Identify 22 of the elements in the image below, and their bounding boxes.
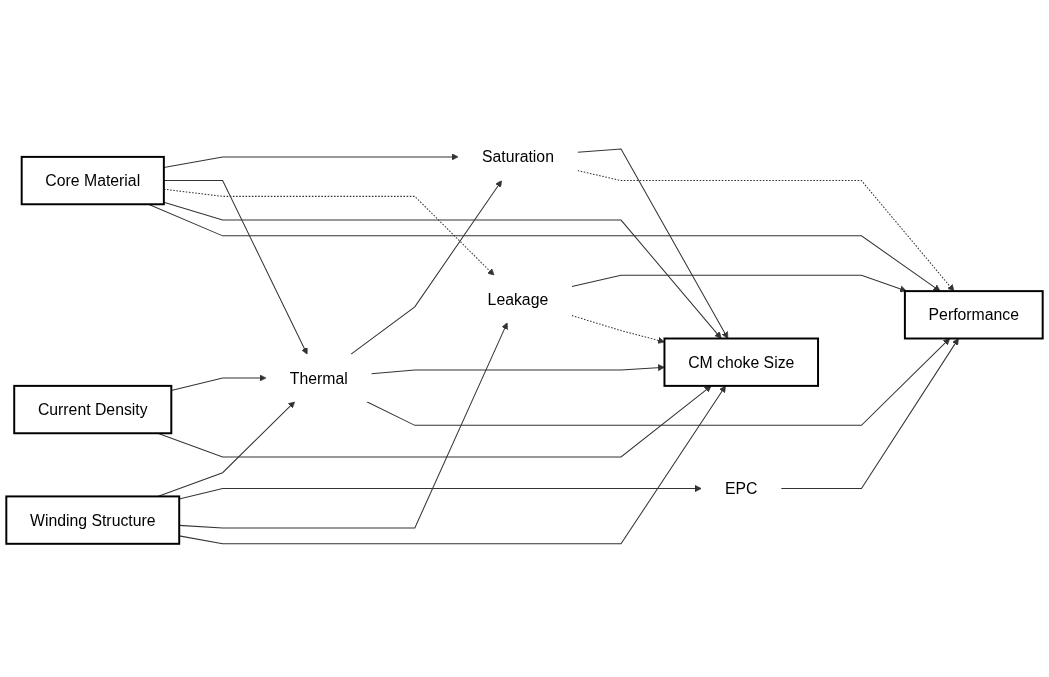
node-box: Core Material xyxy=(20,155,165,206)
arrow xyxy=(350,180,502,355)
arrow xyxy=(577,148,729,339)
arrow xyxy=(366,338,951,426)
arrow xyxy=(571,274,907,293)
arrow xyxy=(163,201,722,339)
arrow xyxy=(571,315,665,344)
arrow xyxy=(163,180,308,355)
node-box: Performance xyxy=(903,290,1044,340)
arrow xyxy=(577,170,955,292)
node-text: Leakage xyxy=(487,290,549,308)
arrow xyxy=(780,338,959,490)
arrow xyxy=(178,385,726,545)
node-text: Saturation xyxy=(481,148,554,166)
node-box: CM choke Size xyxy=(663,337,820,387)
arrow xyxy=(370,364,665,375)
node-box: Winding Structure xyxy=(5,495,181,545)
node-text: Thermal xyxy=(289,369,348,387)
node-text: EPC xyxy=(725,479,758,498)
node-box: Current Density xyxy=(13,384,173,435)
arrow xyxy=(178,485,702,500)
arrow xyxy=(163,153,459,169)
